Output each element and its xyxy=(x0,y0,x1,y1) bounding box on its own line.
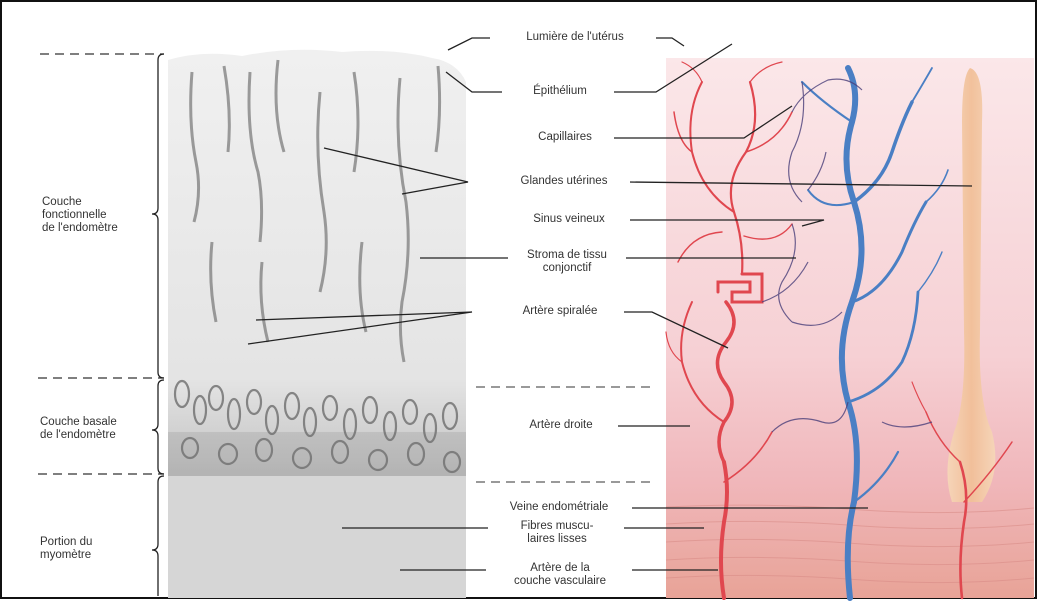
label-basal-layer: Couche basale de l'endomètre xyxy=(40,416,117,442)
callout-vascular-layer-artery: Artère de la couche vasculaire xyxy=(488,562,632,588)
callout-epithelium: Épithélium xyxy=(506,85,614,98)
callout-smooth-muscle-fibers: Fibres muscu- laires lisses xyxy=(490,520,624,546)
layer-braces xyxy=(152,54,164,596)
callout-capillaries: Capillaires xyxy=(516,131,614,144)
callout-venous-sinus: Sinus veineux xyxy=(508,213,630,226)
callout-lumen: Lumière de l'utérus xyxy=(494,31,656,44)
callout-endometrial-vein: Veine endométriale xyxy=(486,501,632,514)
callout-uterine-glands: Glandes utérines xyxy=(498,175,630,188)
right-boundaries xyxy=(476,387,654,482)
micrograph-panel xyxy=(168,50,466,598)
label-myometrium: Portion du myomètre xyxy=(40,536,92,562)
callout-straight-artery: Artère droite xyxy=(504,419,618,432)
label-functional-layer: Couche fonctionnelle de l'endomètre xyxy=(42,196,118,235)
layer-boundaries xyxy=(38,54,164,474)
callout-connective-stroma: Stroma de tissu conjonctif xyxy=(508,249,626,275)
callout-spiral-artery: Artère spiralée xyxy=(496,305,624,318)
